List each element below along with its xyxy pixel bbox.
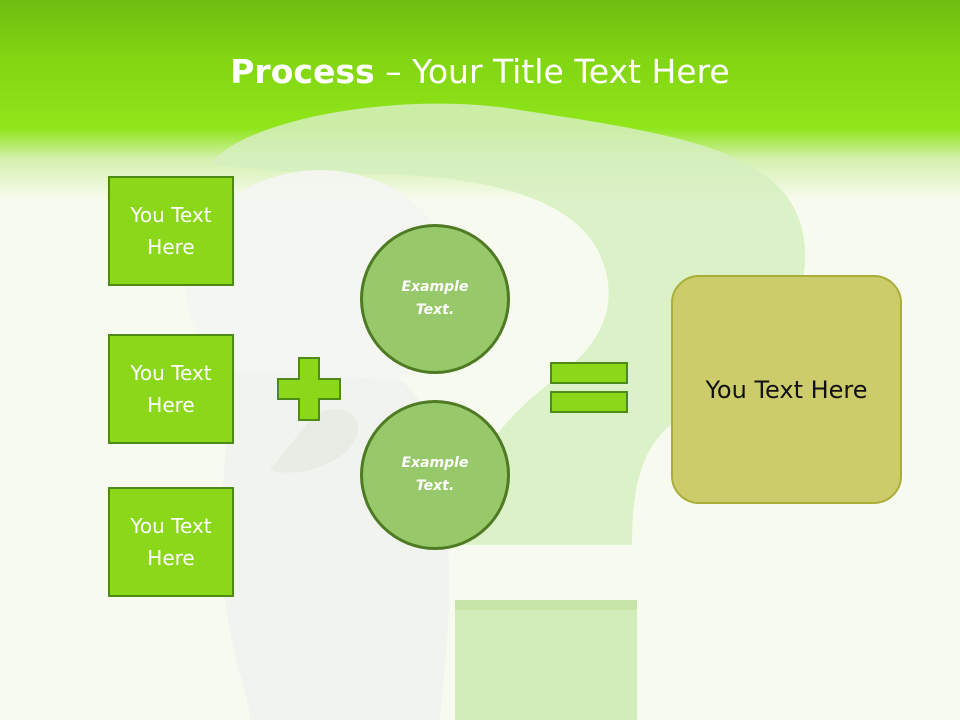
- input-box-label: You Text Here: [130, 361, 212, 417]
- result-box: You Text Here: [671, 275, 902, 504]
- input-box-label: You Text Here: [130, 514, 212, 570]
- input-box-1: You Text Here: [108, 176, 234, 286]
- input-box-3: You Text Here: [108, 487, 234, 597]
- slide-title: Process – Your Title Text Here: [0, 52, 960, 91]
- example-circle-1: Example Text.: [360, 224, 510, 374]
- plus-icon: [277, 357, 341, 421]
- input-box-label: You Text Here: [130, 203, 212, 259]
- result-label: You Text Here: [705, 375, 868, 404]
- example-circle-label: Example Text.: [401, 455, 469, 494]
- title-rest: – Your Title Text Here: [374, 52, 730, 91]
- input-box-2: You Text Here: [108, 334, 234, 444]
- equals-icon: [550, 362, 628, 413]
- title-bold: Process: [230, 52, 375, 91]
- example-circle-label: Example Text.: [401, 279, 469, 318]
- example-circle-2: Example Text.: [360, 400, 510, 550]
